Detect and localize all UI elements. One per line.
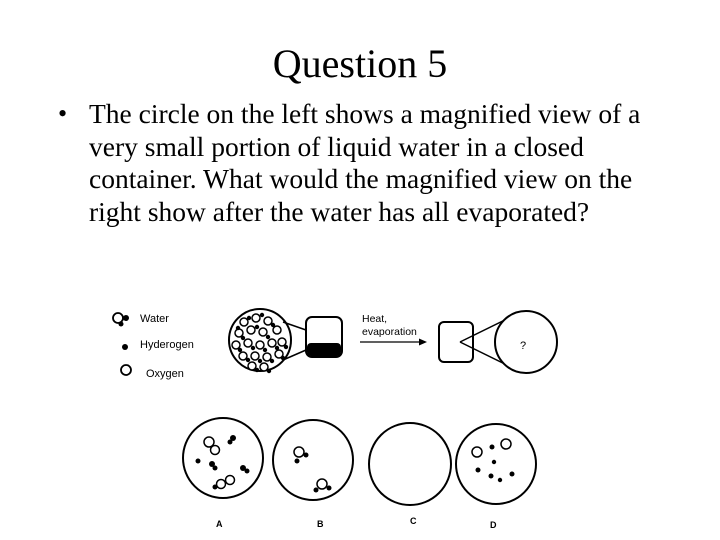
choice-b-label: B <box>317 519 324 529</box>
legend-hydrogen-label: Hyderogen <box>140 339 194 351</box>
legend: Water Hyderogen Oxygen <box>112 312 194 380</box>
arrow-label-evaporation: evaporation <box>362 326 417 338</box>
choice-c: C <box>368 422 452 526</box>
choice-d-label: D <box>490 520 497 530</box>
heat-evaporation-arrow: Heat, evaporation <box>360 313 427 346</box>
unknown-question-mark: ? <box>520 340 526 352</box>
magnified-circle-unknown <box>494 310 558 374</box>
water-molecule-icon <box>112 312 129 327</box>
bullet-dot: • <box>58 99 68 128</box>
slide-title: Question 5 <box>272 41 448 86</box>
choice-d: D <box>455 423 537 530</box>
container-after-evaporation: ? <box>438 310 558 374</box>
choice-c-label: C <box>410 516 417 526</box>
choice-a-label: A <box>216 519 223 529</box>
choice-a: A <box>182 417 264 529</box>
choice-b: B <box>272 419 354 529</box>
legend-water-label: Water <box>140 313 169 325</box>
container-with-water <box>305 316 343 358</box>
liquid-water-magnified-view <box>228 308 307 374</box>
legend-oxygen-label: Oxygen <box>146 368 184 380</box>
hydrogen-atom-icon <box>122 344 128 350</box>
arrow-label-heat: Heat, <box>362 313 387 325</box>
question-text: The circle on the left shows a magnified… <box>89 98 641 227</box>
oxygen-atom-icon <box>120 364 132 376</box>
